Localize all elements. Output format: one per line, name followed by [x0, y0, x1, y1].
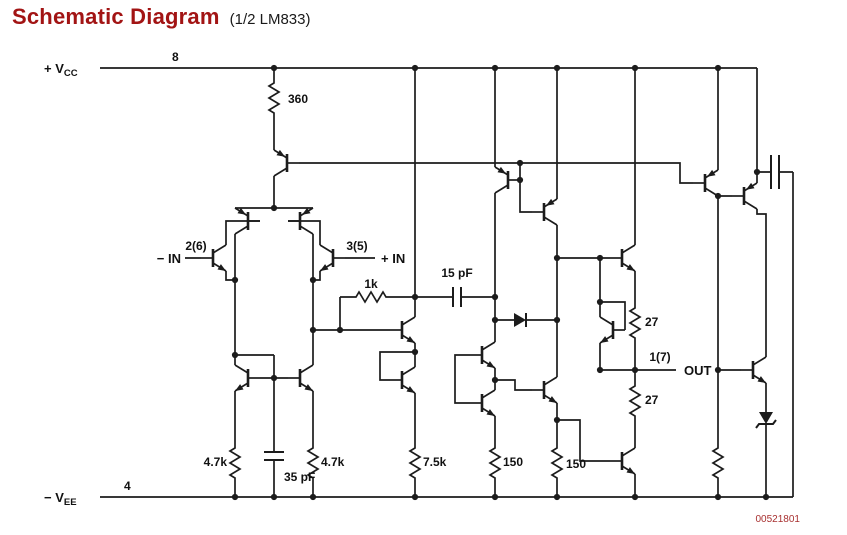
resistor-150-a	[489, 439, 501, 487]
capacitor-15pf-value: 15 pF	[441, 266, 472, 280]
junction-dots	[231, 64, 770, 501]
transistor-q9-gain	[388, 365, 417, 395]
resistor-1k	[347, 291, 395, 303]
resistor-7p5k	[409, 439, 421, 487]
resistor-4p7k-right-value: 4.7k	[321, 455, 345, 469]
diode	[513, 312, 527, 328]
resistor-150-b-value: 150	[566, 457, 586, 471]
out-label: OUT	[684, 363, 712, 378]
resistor-4p7k-left-value: 4.7k	[204, 455, 228, 469]
pin-2-6-label: 2(6)	[185, 239, 206, 253]
transistor-q15-output-top	[608, 243, 637, 273]
resistor-4p7k-left	[229, 439, 241, 487]
transistor-q1-bias	[272, 148, 301, 178]
pin-8-label: 8	[172, 50, 179, 64]
wire-output-stage	[557, 68, 676, 497]
pin-3-5-label: 3(5)	[346, 239, 367, 253]
page-header: Schematic Diagram (1/2 LM833)	[12, 4, 310, 30]
transistor-q10-source	[493, 165, 522, 195]
transistor-q13	[468, 388, 497, 418]
transistor-q12	[468, 340, 497, 370]
resistor-27-top	[629, 299, 641, 347]
vcc-rail-label: + VCC	[44, 61, 78, 79]
transistor-q18-right	[691, 168, 720, 198]
capacitor-15pf	[452, 286, 462, 308]
resistor-150-b	[551, 439, 563, 487]
transistor-q8-gain	[388, 315, 417, 345]
wire-mid-stage	[454, 68, 558, 497]
page-title: Schematic Diagram	[12, 4, 220, 29]
resistor-right-unlabeled	[712, 439, 724, 487]
resistor-1k-value: 1k	[364, 277, 378, 291]
capacitor-35pf-value: 35 pF	[284, 470, 315, 484]
transistor-q11-source	[530, 197, 559, 227]
pin-4-label: 4	[124, 479, 131, 493]
resistor-360	[268, 74, 280, 122]
wire-bias-branch	[273, 68, 693, 208]
neg-in-label: − IN	[157, 251, 181, 266]
transistor-q16-vbe	[598, 315, 627, 345]
transistor-q17-output-bottom	[608, 446, 637, 476]
page-subtitle: (1/2 LM833)	[229, 11, 311, 28]
resistor-360-value: 360	[288, 92, 308, 106]
pin-1-7-label: 1(7)	[649, 350, 670, 364]
transistor-q20-right	[739, 355, 768, 385]
transistor-q19-right	[730, 181, 759, 211]
resistor-7p5k-value: 7.5k	[423, 455, 447, 469]
wire-right-section	[717, 68, 794, 497]
right-plate-pair	[770, 155, 780, 189]
wire-second-stage	[340, 68, 495, 497]
transistor-q7-mirror-right	[286, 363, 315, 393]
capacitor-35pf	[263, 451, 285, 461]
wires	[100, 67, 794, 498]
transistor-q5-pos-input	[318, 243, 347, 273]
resistor-150-a-value: 150	[503, 455, 523, 469]
vee-rail-label: − VEE	[44, 490, 77, 508]
resistor-27-top-value: 27	[645, 315, 659, 329]
pos-in-label: + IN	[381, 251, 405, 266]
transistor-q14	[530, 375, 559, 405]
resistor-27-bottom	[629, 377, 641, 425]
transistor-q6-mirror-left	[233, 363, 262, 393]
wire-input-stage	[185, 207, 375, 365]
document-code: 00521801	[756, 514, 801, 525]
resistor-27-bottom-value: 27	[645, 393, 659, 407]
